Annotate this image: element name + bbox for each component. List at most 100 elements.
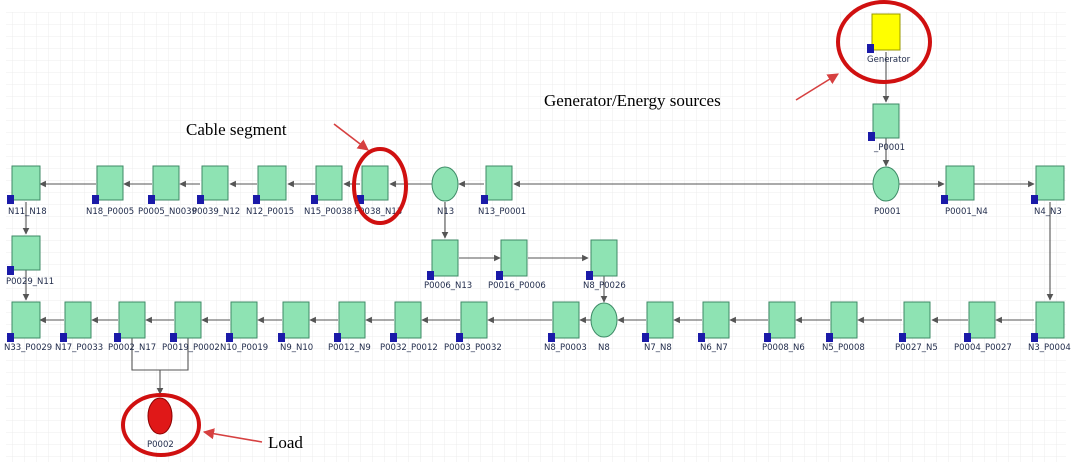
node-label: N13 (437, 207, 454, 217)
node-tag-icon (334, 333, 341, 342)
segment-p0008-n6[interactable]: P0008_N6 (762, 301, 805, 353)
node-tag-icon (170, 333, 177, 342)
segment-n18-p0005[interactable]: N18_P0005 (86, 165, 134, 217)
node-tag-icon (642, 333, 649, 342)
cable-highlight-circle (352, 147, 408, 225)
node-tag-icon (899, 333, 906, 342)
segment-n7-n8[interactable]: N7_N8 (642, 301, 674, 353)
segment-n17-p0033[interactable]: N17_P0033 (55, 301, 103, 353)
generator-node[interactable]: Generator (867, 13, 911, 65)
segment-p0006-n13[interactable]: P0006_N13 (424, 239, 472, 291)
node-tag-icon (278, 333, 285, 342)
node-label: Generator (867, 55, 911, 65)
bus-n8[interactable]: N8 (590, 302, 618, 353)
node-label: P0016_P0006 (488, 281, 546, 291)
node-label: N4_N3 (1034, 207, 1062, 217)
segment-n5-p0008[interactable]: N5_P0008 (822, 301, 865, 353)
bus-n13[interactable]: N13 (431, 166, 459, 217)
segment-p0032-p0012[interactable]: P0032_P0012 (380, 301, 438, 353)
segment-n4-n3[interactable]: N4_N3 (1031, 165, 1065, 217)
node-tag-icon (941, 195, 948, 204)
segment-p0004-p0027[interactable]: P0004_P0027 (954, 301, 1012, 353)
node-label: _P0001 (873, 143, 905, 153)
cable-pointer-arrow (333, 123, 369, 151)
node-tag-icon (764, 333, 771, 342)
node-tag-icon (226, 333, 233, 342)
generator-pointer-arrow (795, 73, 839, 101)
segment-p0029-n11[interactable]: P0029_N11 (6, 235, 54, 287)
node-label: P0027_N5 (895, 343, 938, 353)
node-tag-icon (496, 271, 503, 280)
node-label: P0008_N6 (762, 343, 805, 353)
node-label: P0001 (874, 207, 901, 217)
connections (22, 52, 1054, 395)
segment-n3-p0004[interactable]: N3_P0004 (1028, 301, 1071, 353)
node-label: N8_P0003 (544, 343, 587, 353)
node-tag-icon (148, 195, 155, 204)
segment-p0002-n17[interactable]: P0002_N17 (108, 301, 156, 353)
segment-p0038-n13[interactable]: P0038_N13 (354, 165, 402, 217)
segment-p0016-p0006[interactable]: P0016_P0006 (488, 239, 546, 291)
node-tag-icon (7, 195, 14, 204)
load-node[interactable]: P0002 (147, 397, 174, 450)
node-tag-icon (92, 195, 99, 204)
node-label: N7_N8 (644, 343, 672, 353)
node-label: N5_P0008 (822, 343, 865, 353)
segment-g-p0001[interactable]: _P0001 (868, 103, 905, 153)
node-tag-icon (60, 333, 67, 342)
grid-background (6, 12, 1066, 462)
segment-p0005-n0039[interactable]: P0005_N0039 (138, 165, 197, 217)
node-label: N15_P0038 (304, 207, 352, 217)
node-label: N12_P0015 (246, 207, 294, 217)
segment-n13-p0001[interactable]: N13_P0001 (478, 165, 526, 217)
bus-p0001[interactable]: P0001 (872, 166, 901, 217)
node-tag-icon (868, 132, 875, 141)
node-label: N8 (598, 343, 610, 353)
node-tag-icon (7, 333, 14, 342)
node-label: P0019_P0002 (162, 343, 220, 353)
node-tag-icon (1031, 333, 1038, 342)
segment-n8-p0026[interactable]: N8_P0026 (583, 239, 626, 291)
node-tag-icon (357, 195, 364, 204)
node-label: N18_P0005 (86, 207, 134, 217)
segment-n9-n10[interactable]: N9_N10 (278, 301, 313, 353)
node-label: P0006_N13 (424, 281, 472, 291)
segment-p0019-p0002[interactable]: P0019_P0002 (162, 301, 220, 353)
node-tag-icon (7, 266, 14, 275)
node-label: P0004_P0027 (954, 343, 1012, 353)
node-tag-icon (481, 195, 488, 204)
node-label: P0032_P0012 (380, 343, 438, 353)
generator-highlight-circle (836, 0, 932, 84)
node-tag-icon (390, 333, 397, 342)
segment-n33-p0029[interactable]: N33_P0029 (4, 301, 52, 353)
node-label: P0001_N4 (945, 207, 988, 217)
segment-n15-p0038[interactable]: N15_P0038 (304, 165, 352, 217)
node-label: N11_N18 (8, 207, 47, 217)
segment-p0012-n9[interactable]: P0012_N9 (328, 301, 371, 353)
segment-n12-p0015[interactable]: N12_P0015 (246, 165, 294, 217)
segment-p0039-n12[interactable]: P0039_N12 (192, 165, 240, 217)
node-tag-icon (586, 271, 593, 280)
segment-n10-p0019[interactable]: N10_P0019 (220, 301, 268, 353)
segment-p0003-p0032[interactable]: P0003_P0032 (444, 301, 502, 353)
generator-annotation: Generator/Energy sources (544, 91, 721, 110)
segment-n8-p0003[interactable]: N8_P0003 (544, 301, 587, 353)
segment-p0027-n5[interactable]: P0027_N5 (895, 301, 938, 353)
node-label: P0029_N11 (6, 277, 54, 287)
segment-p0001-n4[interactable]: P0001_N4 (941, 165, 988, 217)
segment-n6-n7[interactable]: N6_N7 (698, 301, 730, 353)
segment-n11-n18[interactable]: N11_N18 (7, 165, 47, 217)
node-tag-icon (548, 333, 555, 342)
cable-annotation: Cable segment (186, 120, 287, 139)
node-label: P0005_N0039 (138, 207, 197, 217)
node-label: N33_P0029 (4, 343, 52, 353)
load-highlight-circle (121, 393, 201, 457)
node-label: N10_P0019 (220, 343, 268, 353)
node-label: N17_P0033 (55, 343, 103, 353)
node-tag-icon (1031, 195, 1038, 204)
node-label: N3_P0004 (1028, 343, 1071, 353)
load-pointer-arrow (202, 428, 263, 443)
node-label: N8_P0026 (583, 281, 626, 291)
node-label: N9_N10 (280, 343, 313, 353)
